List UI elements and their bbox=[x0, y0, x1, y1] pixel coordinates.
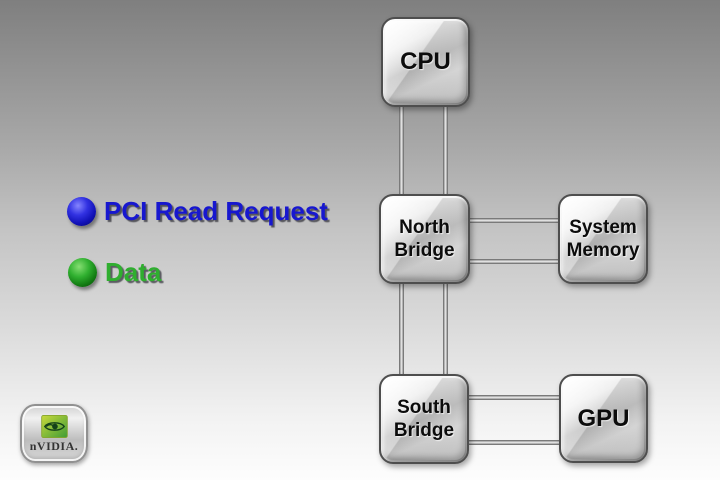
bus-northbridge-southbridge-line1 bbox=[399, 281, 404, 377]
legend-item-data: Data bbox=[68, 257, 161, 287]
node-south-bridge-label-line1: South bbox=[397, 397, 451, 418]
node-south-bridge: South Bridge bbox=[379, 374, 469, 464]
node-gpu-label: GPU bbox=[577, 404, 630, 432]
bus-northbridge-southbridge-line2 bbox=[443, 281, 448, 377]
green-sphere-icon bbox=[68, 257, 97, 287]
nvidia-logo-badge: nVIDIA. bbox=[20, 404, 88, 463]
node-system-memory-label-line2: Memory bbox=[566, 240, 640, 261]
legend-item-pci-read-request: PCI Read Request bbox=[67, 196, 328, 226]
node-system-memory: System Memory bbox=[558, 194, 648, 284]
node-cpu: CPU bbox=[381, 17, 470, 107]
node-north-bridge-label-line2: Bridge bbox=[394, 240, 455, 261]
node-cpu-label: CPU bbox=[400, 48, 451, 75]
legend-label-pci-read-request: PCI Read Request bbox=[104, 195, 328, 226]
bus-cpu-northbridge-line1 bbox=[399, 104, 404, 197]
nvidia-eye-icon bbox=[40, 414, 68, 438]
bus-southbridge-gpu-line2 bbox=[466, 440, 562, 445]
bus-cpu-northbridge-line2 bbox=[443, 104, 448, 197]
node-system-memory-label-line1: System bbox=[569, 217, 637, 238]
bus-southbridge-gpu-line1 bbox=[466, 395, 562, 400]
node-gpu: GPU bbox=[559, 374, 648, 463]
blue-sphere-icon bbox=[67, 196, 96, 226]
legend-label-data: Data bbox=[105, 256, 162, 287]
node-south-bridge-label-line2: Bridge bbox=[393, 420, 455, 441]
node-north-bridge-label-line1: North bbox=[399, 217, 450, 238]
node-north-bridge: North Bridge bbox=[379, 194, 470, 284]
bus-northbridge-sysmem-line2 bbox=[466, 259, 562, 264]
bus-northbridge-sysmem-line1 bbox=[466, 218, 562, 223]
nvidia-brand-text: nVIDIA. bbox=[29, 438, 79, 453]
